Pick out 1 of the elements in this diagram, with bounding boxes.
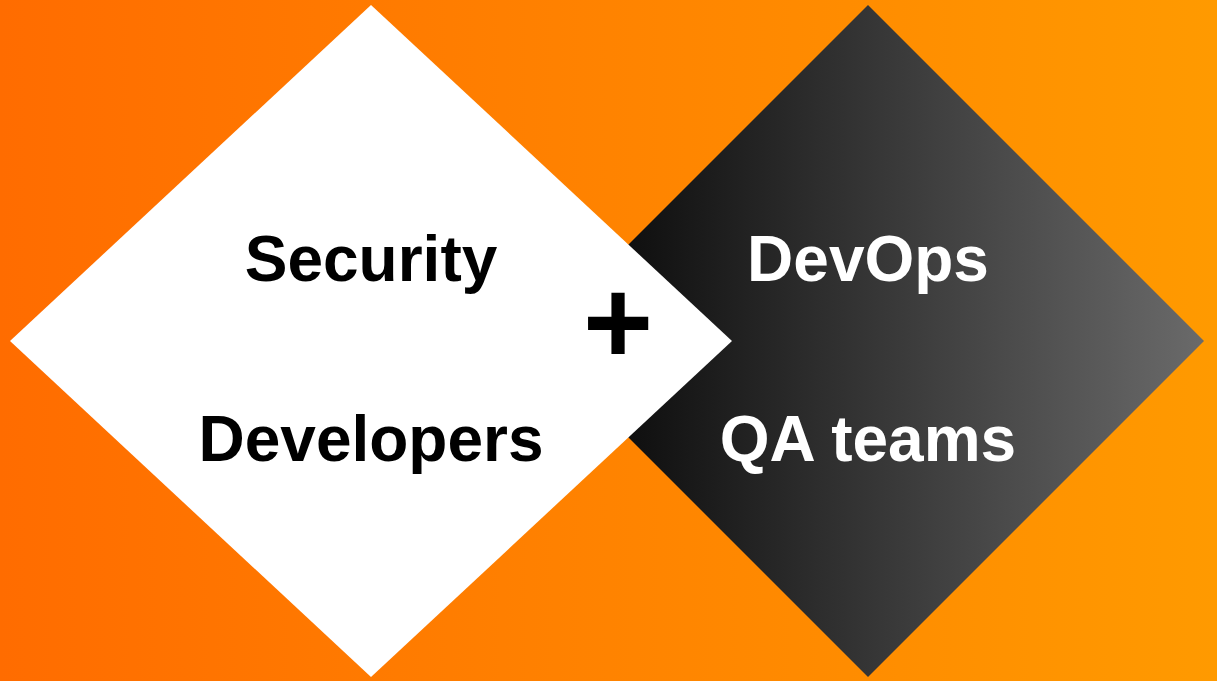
- plus-sign: +: [583, 262, 654, 382]
